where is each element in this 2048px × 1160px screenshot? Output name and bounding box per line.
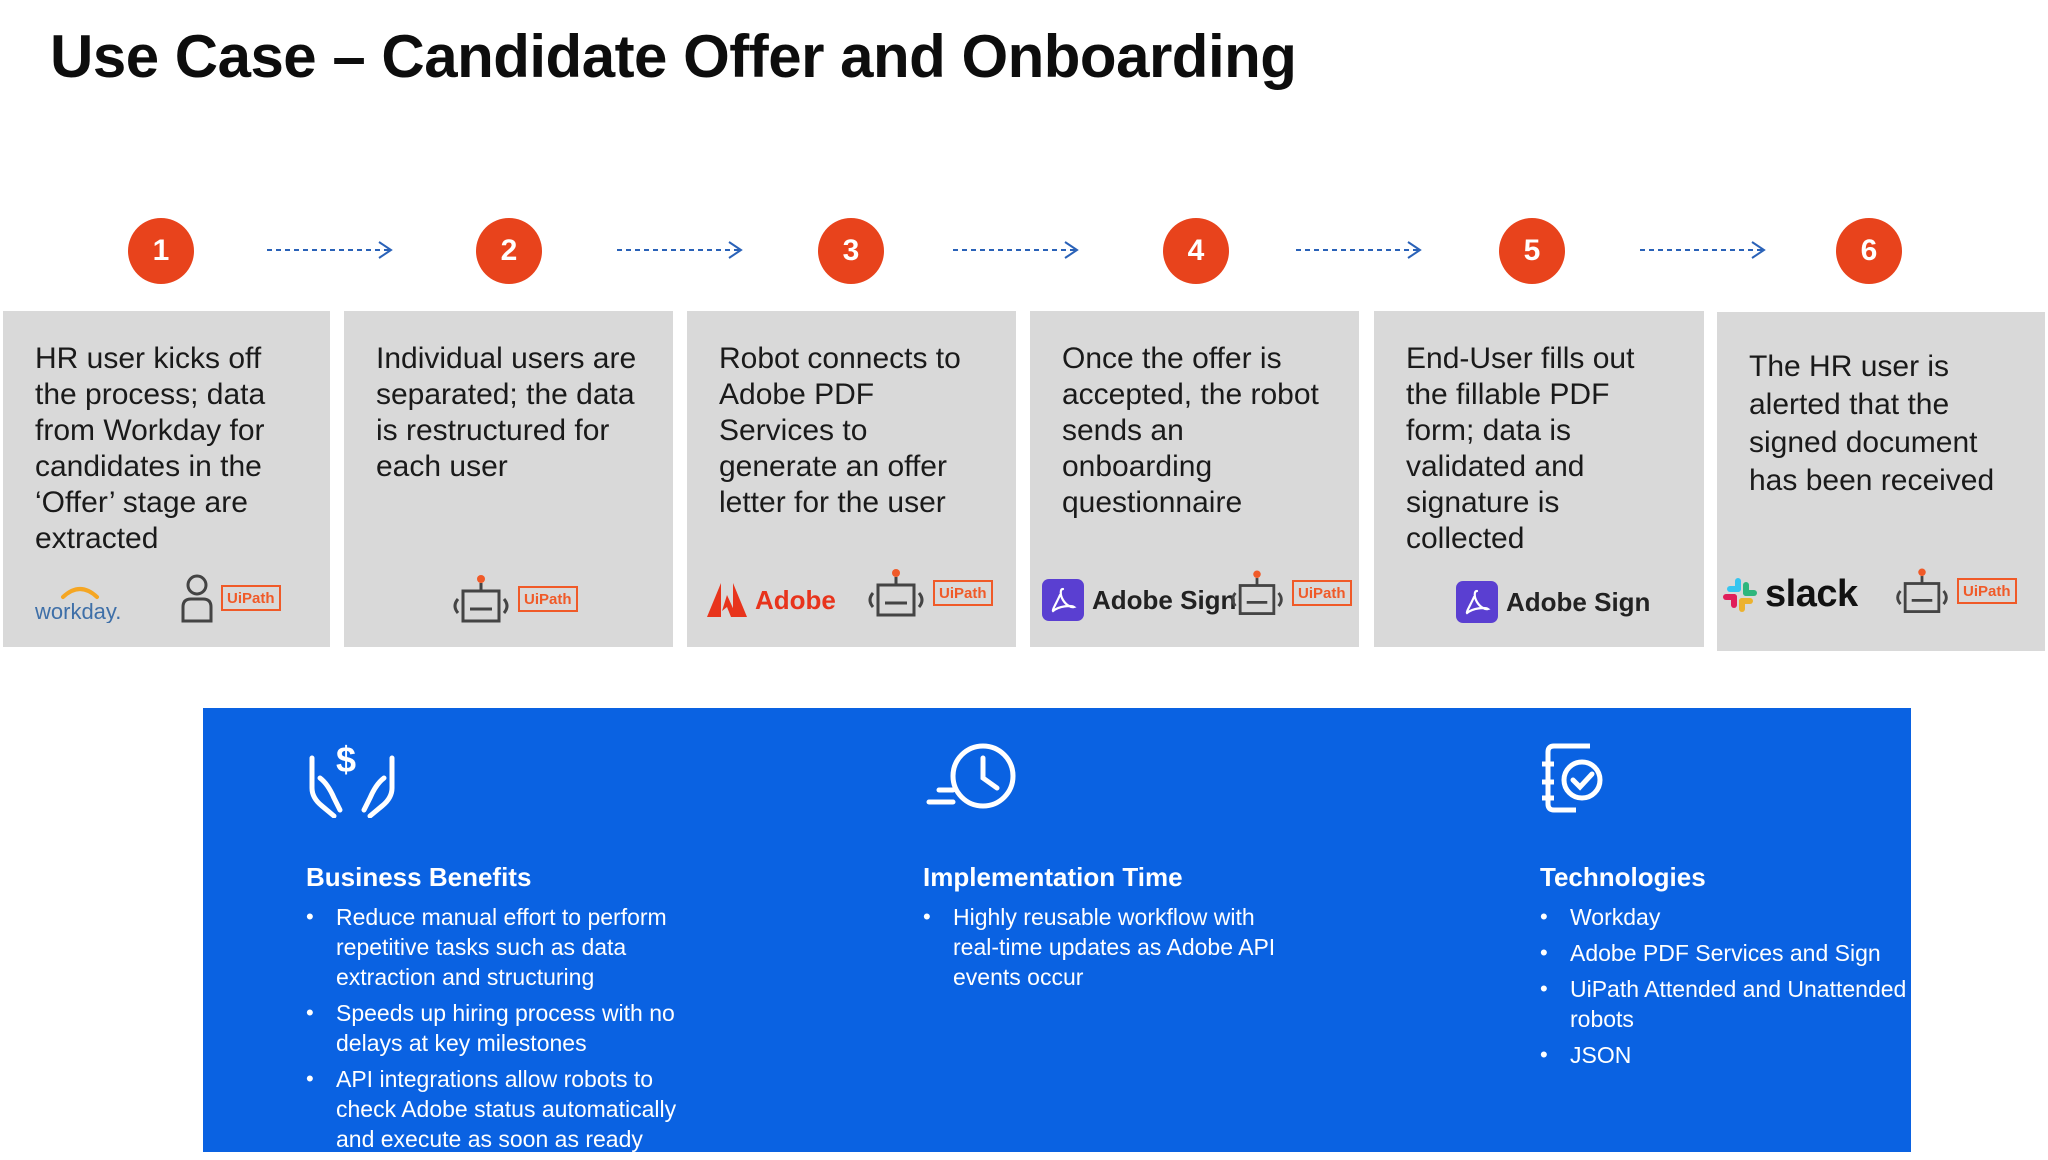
hands-dollar-icon: $ [309,739,395,818]
adobe-sign-word: Adobe Sign [1092,584,1237,615]
step-card-4: Once the offer is accepted, the robot se… [1030,311,1359,647]
workday-arc-icon: workday. [34,587,121,623]
uipath-logo: UiPath [221,585,281,611]
step-text: Robot connects to Adobe PDF Services to … [719,342,961,519]
step-text: End-User fills out the fillable PDF form… [1406,342,1635,555]
list-item: UiPath Attended and Unattended robots [1540,974,1910,1034]
uipath-attended-logo: UiPath [179,573,281,623]
adobe-sign-icon [1042,579,1084,621]
svg-text:$: $ [336,739,356,780]
adobe-sign-logo: Adobe Sign [1456,581,1650,623]
list-item: Workday [1540,902,1910,932]
step-badge-2: 2 [476,218,542,284]
step-card-5: End-User fills out the fillable PDF form… [1374,311,1704,647]
business-benefits-list: Reduce manual effort to perform repetiti… [306,902,706,1160]
slack-logo: slack [1721,573,1858,616]
arrow-right-icon [267,241,393,259]
page-title: Use Case – Candidate Offer and Onboardin… [50,23,1297,90]
implementation-time-list: Highly reusable workflow with real-time … [923,902,1303,998]
adobe-word: Adobe [755,584,836,615]
step-card-6: The HR user is alerted that the signed d… [1717,312,2045,651]
uipath-robot-logo: UiPath [450,573,578,625]
arrow-right-icon [1296,241,1422,259]
step-badge-5: 5 [1499,218,1565,284]
business-benefits-title: Business Benefits [306,862,532,892]
adobe-logo: Adobe [707,583,836,617]
list-item: Speeds up hiring process with no delays … [306,998,706,1058]
uipath-robot-logo: UiPath [1893,565,2017,617]
robot-icon [453,575,509,623]
robot-icon [1896,568,1948,613]
uipath-robot-logo: UiPath [1228,567,1352,619]
technologies-list: Workday Adobe PDF Services and Sign UiPa… [1540,902,1910,1076]
step-badge-1: 1 [128,218,194,284]
step-card-1: HR user kicks off the process; data from… [3,311,330,647]
step-text: Once the offer is accepted, the robot se… [1062,342,1319,519]
adobe-sign-word: Adobe Sign [1506,586,1651,617]
checklist-icon [1542,743,1603,813]
summary-panel: $ Business Benefits Reduce manual effort… [203,708,1911,1152]
uipath-logo: UiPath [1292,580,1352,606]
adobe-icon [707,583,747,617]
step-text: Individual users are separated; the data… [376,342,637,483]
step-badge-4: 4 [1163,218,1229,284]
step-card-2: Individual users are separated; the data… [344,311,673,647]
list-item: Reduce manual effort to perform repetiti… [306,902,706,992]
list-item: Adobe PDF Services and Sign [1540,938,1910,968]
workday-logo: workday. [33,579,127,623]
arrow-right-icon [617,241,743,259]
arrow-right-icon [953,241,1079,259]
list-item: API integrations allow robots to check A… [306,1064,706,1154]
implementation-time-title: Implementation Time [923,862,1183,892]
robot-icon [1231,570,1283,615]
slack-icon [1723,577,1757,612]
list-item: Highly reusable workflow with real-time … [923,902,1303,992]
list-item: JSON [1540,1040,1910,1070]
step-card-3: Robot connects to Adobe PDF Services to … [687,311,1016,647]
uipath-logo: UiPath [933,580,993,606]
robot-icon [868,569,924,617]
adobe-sign-icon [1456,581,1498,623]
step-badge-3: 3 [818,218,884,284]
slack-word: slack [1765,573,1858,615]
workday-word: workday. [34,599,121,623]
step-badge-6: 6 [1836,218,1902,284]
technologies-title: Technologies [1540,862,1706,892]
person-icon [181,574,213,623]
arrow-right-icon [1640,241,1766,259]
step-text: The HR user is alerted that the signed d… [1749,350,1995,497]
adobe-sign-logo: Adobe Sign [1042,579,1236,621]
clock-speed-icon [926,743,1016,809]
uipath-robot-logo: UiPath [865,567,993,619]
uipath-logo: UiPath [518,586,578,612]
uipath-logo: UiPath [1957,578,2017,604]
step-text: HR user kicks off the process; data from… [35,342,266,555]
